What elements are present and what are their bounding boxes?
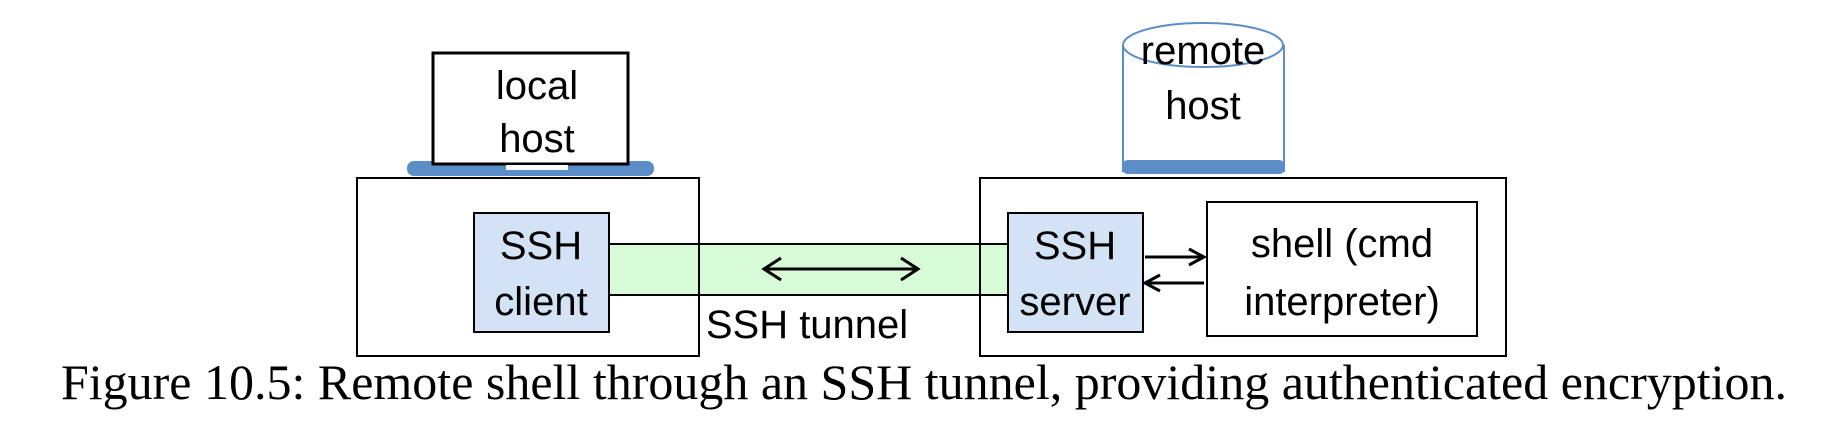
local-host-laptop-icon: local host xyxy=(407,51,654,176)
ssh-server-label-line1: SSH xyxy=(1034,224,1116,268)
remote-host-server-icon: remote host xyxy=(1122,22,1285,174)
shell-to-server-arrow xyxy=(1141,273,1204,293)
figure-caption: Figure 10.5: Remote shell through an SSH… xyxy=(60,354,1788,410)
remote-machine-box xyxy=(979,177,1507,357)
local-host-label-line1: local xyxy=(496,64,578,108)
cylinder-top xyxy=(1122,22,1284,68)
local-machine-box xyxy=(356,177,700,357)
cylinder-base xyxy=(1122,160,1285,174)
ssh-server-label-line2: server xyxy=(1019,280,1130,324)
ssh-client-label-line1: SSH xyxy=(500,224,582,268)
laptop-notch xyxy=(506,165,568,170)
ssh-client-label-line2: client xyxy=(494,280,587,324)
local-host-label-line2: host xyxy=(499,117,575,161)
ssh-tunnel-label: SSH tunnel xyxy=(706,303,908,347)
shell-box: shell (cmd interpreter) xyxy=(1206,201,1478,337)
shell-label-line2: interpreter) xyxy=(1244,280,1440,324)
server-to-shell-arrow xyxy=(1145,247,1208,267)
shell-label-line1: shell (cmd xyxy=(1251,222,1433,266)
remote-host-label-line1: remote xyxy=(1141,29,1266,73)
ssh-client-box: SSH client xyxy=(473,212,610,333)
laptop-screen xyxy=(431,51,630,166)
ssh-server-box: SSH server xyxy=(1007,212,1144,333)
remote-host-label-line2: host xyxy=(1165,84,1241,128)
tunnel-bidirectional-arrow xyxy=(761,256,921,282)
